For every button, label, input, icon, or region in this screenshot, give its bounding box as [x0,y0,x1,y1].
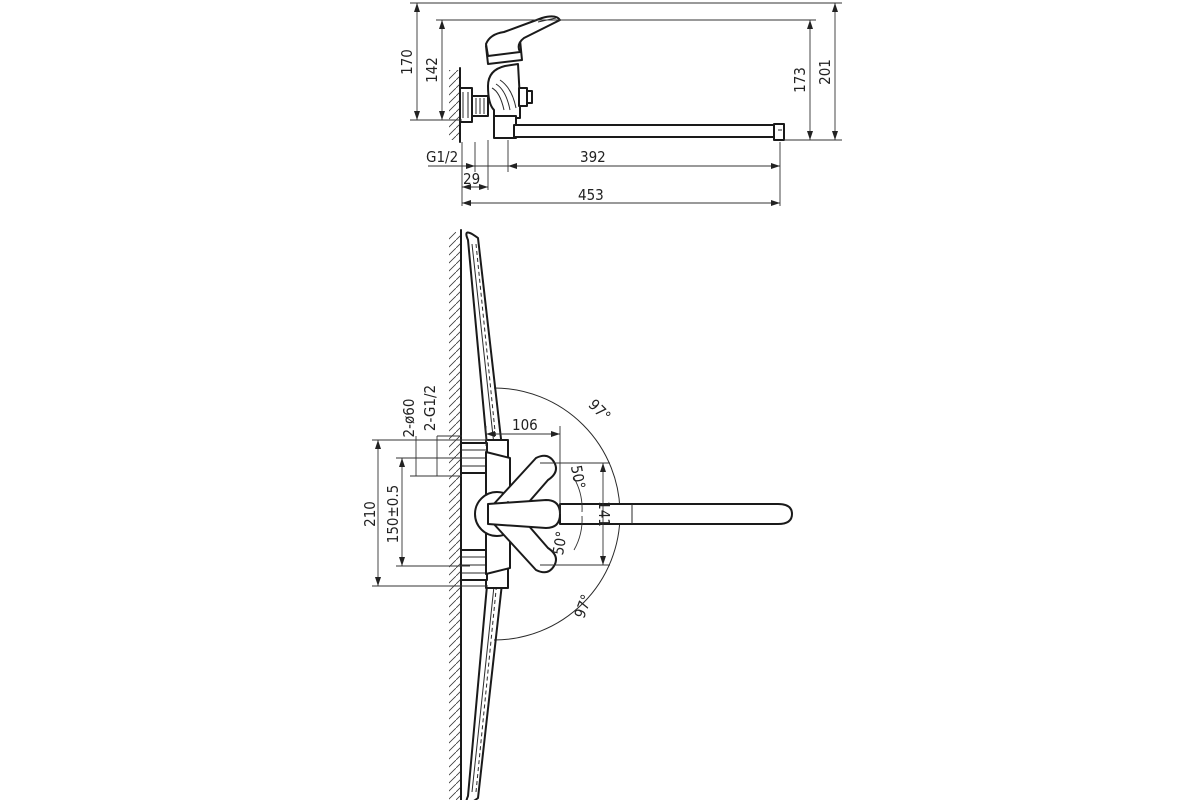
top-spout [559,503,793,525]
top-dim-2x60: 2-ø60 [400,399,418,438]
top-dim-150: 150±0.5 [384,485,402,544]
side-dim-453: 453 [578,186,604,204]
side-dim-173: 173 [791,67,809,93]
side-valve [518,87,528,107]
top-dim-141: 141 [595,501,613,527]
top-dim-106: 106 [512,416,538,434]
top-angle-50-lower: 50° [549,530,571,557]
top-angle-97-upper: 97° [585,396,615,426]
side-lever [485,15,561,57]
side-dim-201: 201 [816,59,834,85]
top-wall-hatch [449,232,461,800]
side-mixer-body [487,63,521,119]
top-view: 2-ø60 2-G1/2 210 150±0.5 106 141 97° 50°… [361,229,793,800]
side-dim-392: 392 [580,148,606,166]
top-dim-210: 210 [361,501,379,527]
top-dim-2g12: 2-G1/2 [421,385,439,431]
side-dim-142: 142 [423,57,441,83]
side-spout [513,124,783,138]
side-dim-170: 170 [398,49,416,75]
top-angle-97-lower: 97° [571,592,596,621]
side-nut [459,87,473,123]
top-angle-50-upper: 50° [567,464,589,491]
lever-position-center [487,499,561,529]
side-aerator [773,123,785,141]
side-dim-g12: G1/2 [426,148,458,166]
side-wall-hatch [449,70,459,140]
side-dim-29: 29 [463,170,480,188]
side-spout-collar [493,115,517,139]
side-view: 170 142 173 201 G1/2 392 29 453 [398,2,842,206]
